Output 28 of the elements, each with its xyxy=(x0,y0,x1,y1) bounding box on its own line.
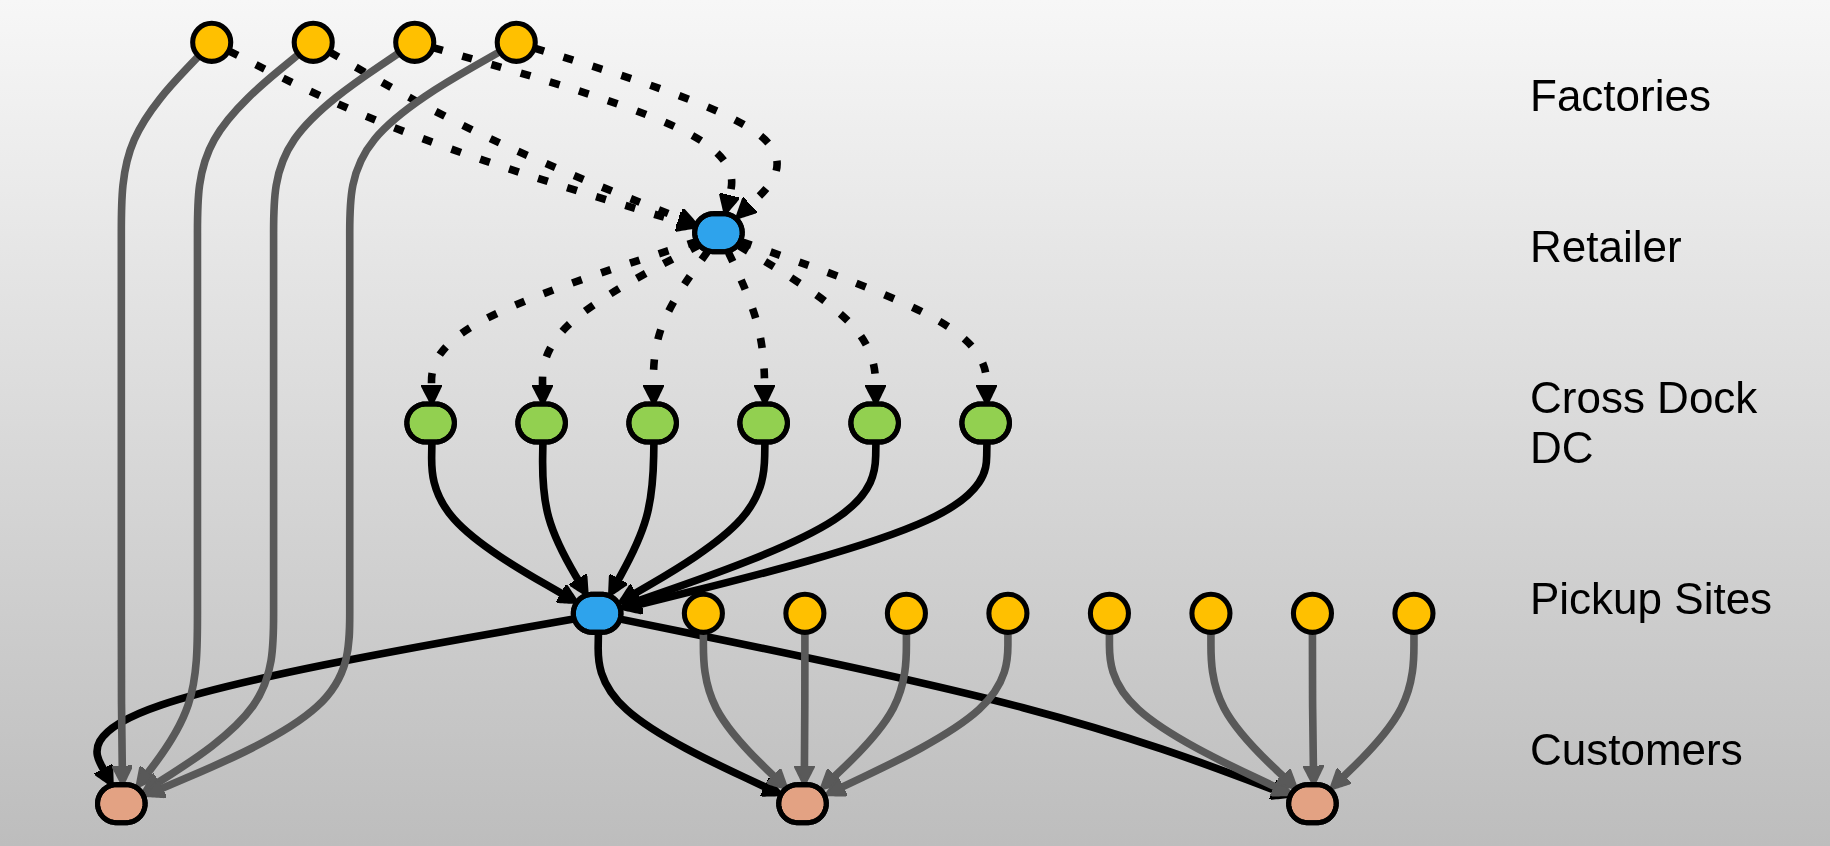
arrow xyxy=(619,443,880,611)
row-label: Pickup Sites xyxy=(1530,574,1774,625)
node-circle xyxy=(1392,591,1436,635)
arrow xyxy=(135,51,301,790)
arrow xyxy=(1207,632,1299,791)
arrow xyxy=(620,615,1293,801)
node-circle xyxy=(1290,591,1334,635)
node-circle xyxy=(681,591,725,635)
node-circle xyxy=(884,591,928,635)
node-circle xyxy=(393,20,437,64)
node-circle xyxy=(783,591,827,635)
arrow xyxy=(620,443,991,615)
node-circle xyxy=(190,20,234,64)
arrow xyxy=(617,443,769,605)
row-label: Customers xyxy=(1530,725,1744,776)
arrow xyxy=(141,49,402,794)
node-circle xyxy=(1087,591,1131,635)
node-circle xyxy=(291,20,335,64)
node-circle xyxy=(986,591,1030,635)
arrow xyxy=(1328,632,1418,791)
row-label: Retailer xyxy=(1530,221,1683,272)
arrow xyxy=(819,632,911,791)
arrow xyxy=(533,44,781,220)
arrow xyxy=(607,443,658,598)
row-label: Cross Dock DC xyxy=(1530,372,1759,473)
row-label: Factories xyxy=(1530,70,1712,121)
node-circle xyxy=(494,20,538,64)
node-circle xyxy=(1189,591,1233,635)
